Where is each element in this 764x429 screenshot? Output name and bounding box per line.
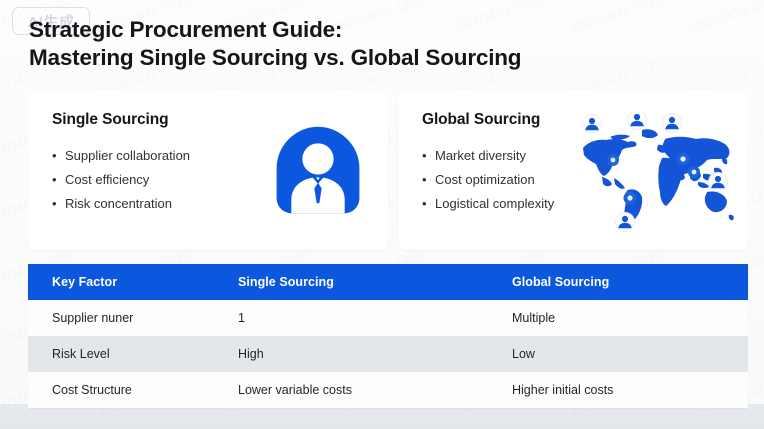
list-item: Cost efficiency [52,168,190,192]
ai-generated-badge-label: AI生成 [27,13,75,31]
page-title: Strategic Procurement Guide: Mastering S… [29,16,729,72]
table-cell-single: 1 [238,311,245,325]
comparison-cards: Single Sourcing Supplier collaboration C… [28,90,748,250]
table-cell-global: Higher initial costs [512,383,614,397]
table-header-row: Key Factor Single Sourcing Global Sourci… [28,264,748,300]
card-global-sourcing-heading: Global Sourcing [422,111,541,128]
list-item: Risk concentration [52,192,190,216]
slide-bottom-band [0,404,764,429]
world-map-icon [570,110,738,234]
card-global-sourcing-bullets: Market diversity Cost optimization Logis… [422,144,554,216]
card-single-sourcing-bullets: Supplier collaboration Cost efficiency R… [52,144,190,216]
list-item: Market diversity [422,144,554,168]
table-cell-single: Lower variable costs [238,383,352,397]
card-global-sourcing: Global Sourcing Market diversity Cost op… [398,90,748,250]
ai-generated-badge: AI生成 [12,7,90,35]
table-row: Cost Structure Lower variable costs High… [28,372,748,408]
table-cell-factor: Supplier nuner [52,311,134,325]
list-item: Logistical complexity [422,192,554,216]
table-row: Risk Level High Low [28,336,748,372]
card-single-sourcing: Single Sourcing Supplier collaboration C… [28,90,388,250]
table-header-single-sourcing: Single Sourcing [214,264,488,300]
page-title-line-2: Mastering Single Sourcing vs. Global Sou… [29,45,522,70]
table-cell-global: Multiple [512,311,556,325]
page-title-line-1: Strategic Procurement Guide: [29,17,343,42]
table-cell-single: High [238,347,264,361]
table-cell-factor: Risk Level [52,347,110,361]
table-header-global-sourcing: Global Sourcing [488,264,748,300]
table-row: Supplier nuner 1 Multiple [28,300,748,336]
table-cell-factor: Cost Structure [52,383,132,397]
table-header-key-factor: Key Factor [28,264,214,300]
card-single-sourcing-heading: Single Sourcing [52,111,169,128]
person-avatar-icon [272,124,364,216]
list-item: Cost optimization [422,168,554,192]
table-cell-global: Low [512,347,535,361]
comparison-table: Key Factor Single Sourcing Global Sourci… [28,264,748,408]
list-item: Supplier collaboration [52,144,190,168]
